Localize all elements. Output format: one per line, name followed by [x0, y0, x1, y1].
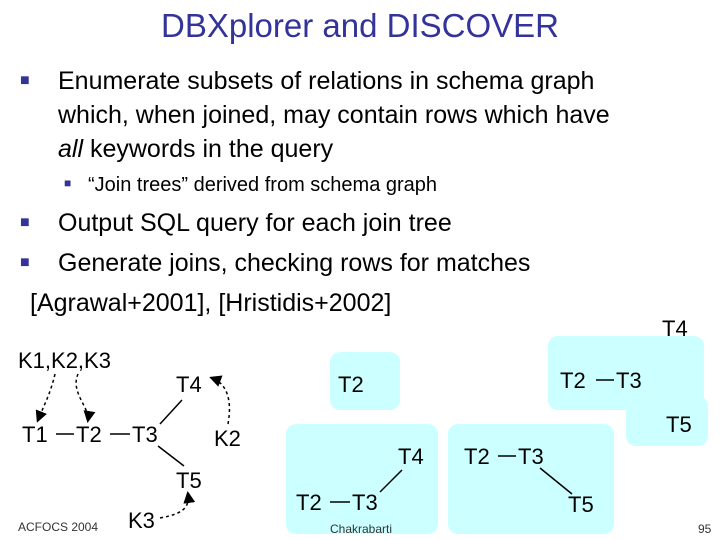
bullet-marker-3: ■: [20, 254, 30, 271]
bullet-1-line-2: which, when joined, may contain rows whi…: [58, 101, 610, 129]
bullet-1-line-3-rest: keywords in the query: [83, 135, 334, 163]
tree-d-t3: T3: [518, 444, 544, 469]
tree-d-t2: T2: [464, 444, 490, 469]
keyword-arrow-k2: [209, 375, 231, 425]
footer-center: Chakrabarti: [330, 522, 393, 536]
bullet-marker-1: ■: [20, 72, 30, 89]
tree-a-t2: T2: [338, 372, 364, 397]
sub-bullet-text: “Join trees” derived from schema graph: [88, 174, 438, 196]
join-tree-box-t2-t3-t5: [448, 424, 614, 534]
bullet-3-text: Generate joins, checking rows for matche…: [58, 249, 531, 277]
join-tree-box-t2-t3-t4: [548, 336, 704, 410]
page-title: DBXplorer and DISCOVER: [161, 7, 559, 44]
keyword-arrow-k3: [159, 491, 196, 519]
keyword-label-k2: K2: [214, 426, 241, 451]
keyword-arrow-k1k2k3: [75, 373, 96, 423]
join-tree-box-t5: [626, 396, 708, 446]
keyword-label-k3: K3: [128, 508, 155, 533]
schema-node-t5: T5: [176, 468, 202, 493]
sub-bullet-marker: ■: [64, 176, 72, 190]
join-tree-box-t2-t3-t4-b: [286, 424, 438, 534]
edge-t3-t5: [157, 445, 185, 467]
tree-b-t3: T3: [616, 368, 642, 393]
tree-c-t4: T4: [398, 444, 424, 469]
schema-node-t3: T3: [132, 422, 158, 447]
tree-c-t3: T3: [352, 490, 378, 515]
join-tree-box-t2: [330, 352, 400, 410]
schema-node-t2: T2: [76, 422, 102, 447]
tree-e-t5: T5: [666, 412, 692, 437]
keyword-arrow-k1k2k3-t1: [35, 373, 56, 423]
bullet-marker-2: ■: [20, 214, 30, 231]
bullet-1-line-3: all keywords in the query: [58, 132, 333, 166]
citation: [Agrawal+2001], [Hristidis+2002]: [30, 289, 392, 317]
keyword-label-k1-k2-k3: K1,K2,K3: [18, 348, 111, 373]
tree-b-t4: T4: [662, 316, 688, 341]
tree-b-t2: T2: [560, 368, 586, 393]
bullet-2-text: Output SQL query for each join tree: [58, 209, 452, 237]
footer-left: ACFOCS 2004: [18, 520, 99, 534]
schema-node-t4: T4: [176, 372, 202, 397]
bullet-1-emphasis: all: [58, 135, 84, 163]
bullet-1-line-1: Enumerate subsets of relations in schema…: [58, 67, 595, 95]
footer-page-number: 95: [698, 522, 712, 536]
edge-t3-t4: [159, 399, 183, 425]
schema-node-t1: T1: [22, 422, 48, 447]
tree-d-t5: T5: [568, 492, 594, 517]
tree-c-edge-t3-t4: [379, 469, 403, 493]
tree-d-edge-t3-t5: [539, 467, 573, 495]
tree-c-t2: T2: [296, 490, 322, 515]
